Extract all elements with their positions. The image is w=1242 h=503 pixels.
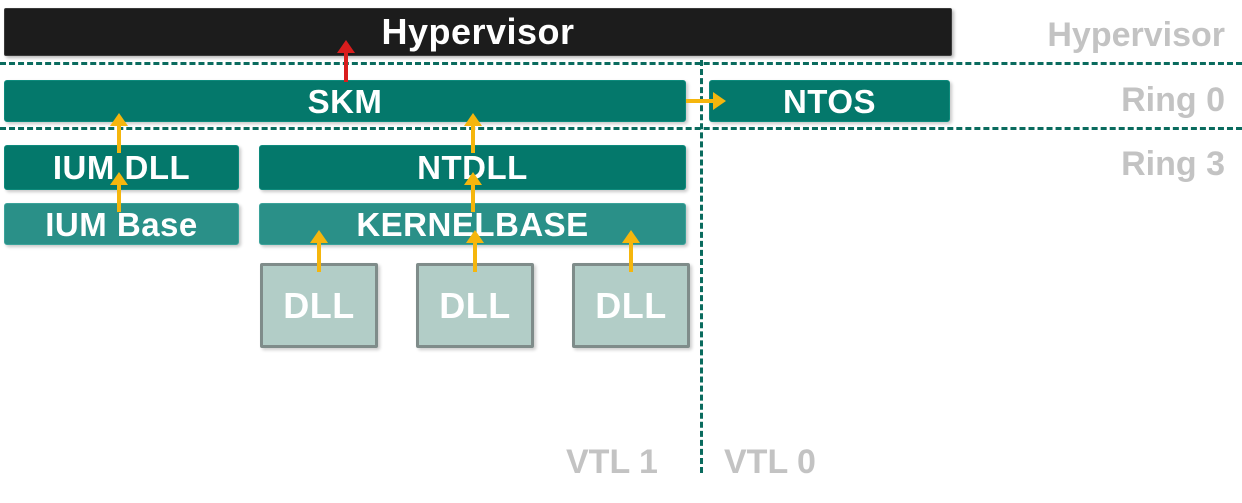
- arrowhead-icon: [713, 92, 726, 110]
- arrow-ium-base-to-ium-dll: [110, 172, 128, 212]
- box-dll-1: DLL: [260, 263, 378, 348]
- box-skm: SKM: [4, 80, 686, 122]
- label-layer-ring3: Ring 3: [1121, 145, 1225, 183]
- box-dll-3: DLL: [572, 263, 690, 348]
- divider-ring0-ring3: [0, 127, 1242, 130]
- arrow-shaft: [629, 239, 633, 272]
- arrow-dll2-to-kernelbase: [466, 230, 484, 272]
- arrow-ium-dll-to-skm: [110, 113, 128, 153]
- arrowhead-icon: [622, 230, 640, 243]
- box-ium-base: IUM Base: [4, 203, 239, 245]
- box-ntos: NTOS: [709, 80, 950, 122]
- arrow-dll3-to-kernelbase: [622, 230, 640, 272]
- arrowhead-icon: [337, 40, 355, 53]
- arrow-shaft: [686, 99, 717, 103]
- label-vtl-1: VTL 1: [566, 443, 658, 481]
- arrowhead-icon: [466, 230, 484, 243]
- box-dll-2: DLL: [416, 263, 534, 348]
- arrow-shaft: [471, 181, 475, 212]
- arrow-shaft: [471, 122, 475, 153]
- arrow-shaft: [344, 49, 348, 82]
- arrow-shaft: [317, 239, 321, 272]
- arrow-kernelbase-to-ntdll: [464, 172, 482, 212]
- arrow-ntdll-to-skm: [464, 113, 482, 153]
- arrowhead-icon: [464, 113, 482, 126]
- label-layer-ring0: Ring 0: [1121, 81, 1225, 119]
- label-vtl-0: VTL 0: [724, 443, 816, 481]
- arrowhead-icon: [110, 172, 128, 185]
- arrow-skm-to-ntos: [686, 92, 726, 110]
- arrowhead-icon: [110, 113, 128, 126]
- arrow-dll1-to-kernelbase: [310, 230, 328, 272]
- arrowhead-icon: [310, 230, 328, 243]
- divider-hypervisor-ring0: [0, 62, 1242, 65]
- label-layer-hypervisor: Hypervisor: [1047, 16, 1225, 54]
- arrow-shaft: [117, 122, 121, 153]
- box-hypervisor: Hypervisor: [4, 8, 952, 56]
- arrow-shaft: [117, 181, 121, 212]
- arrow-shaft: [473, 239, 477, 272]
- divider-vtl1-vtl0: [700, 60, 703, 473]
- arrow-skm-to-hypervisor: [337, 40, 355, 82]
- arrowhead-icon: [464, 172, 482, 185]
